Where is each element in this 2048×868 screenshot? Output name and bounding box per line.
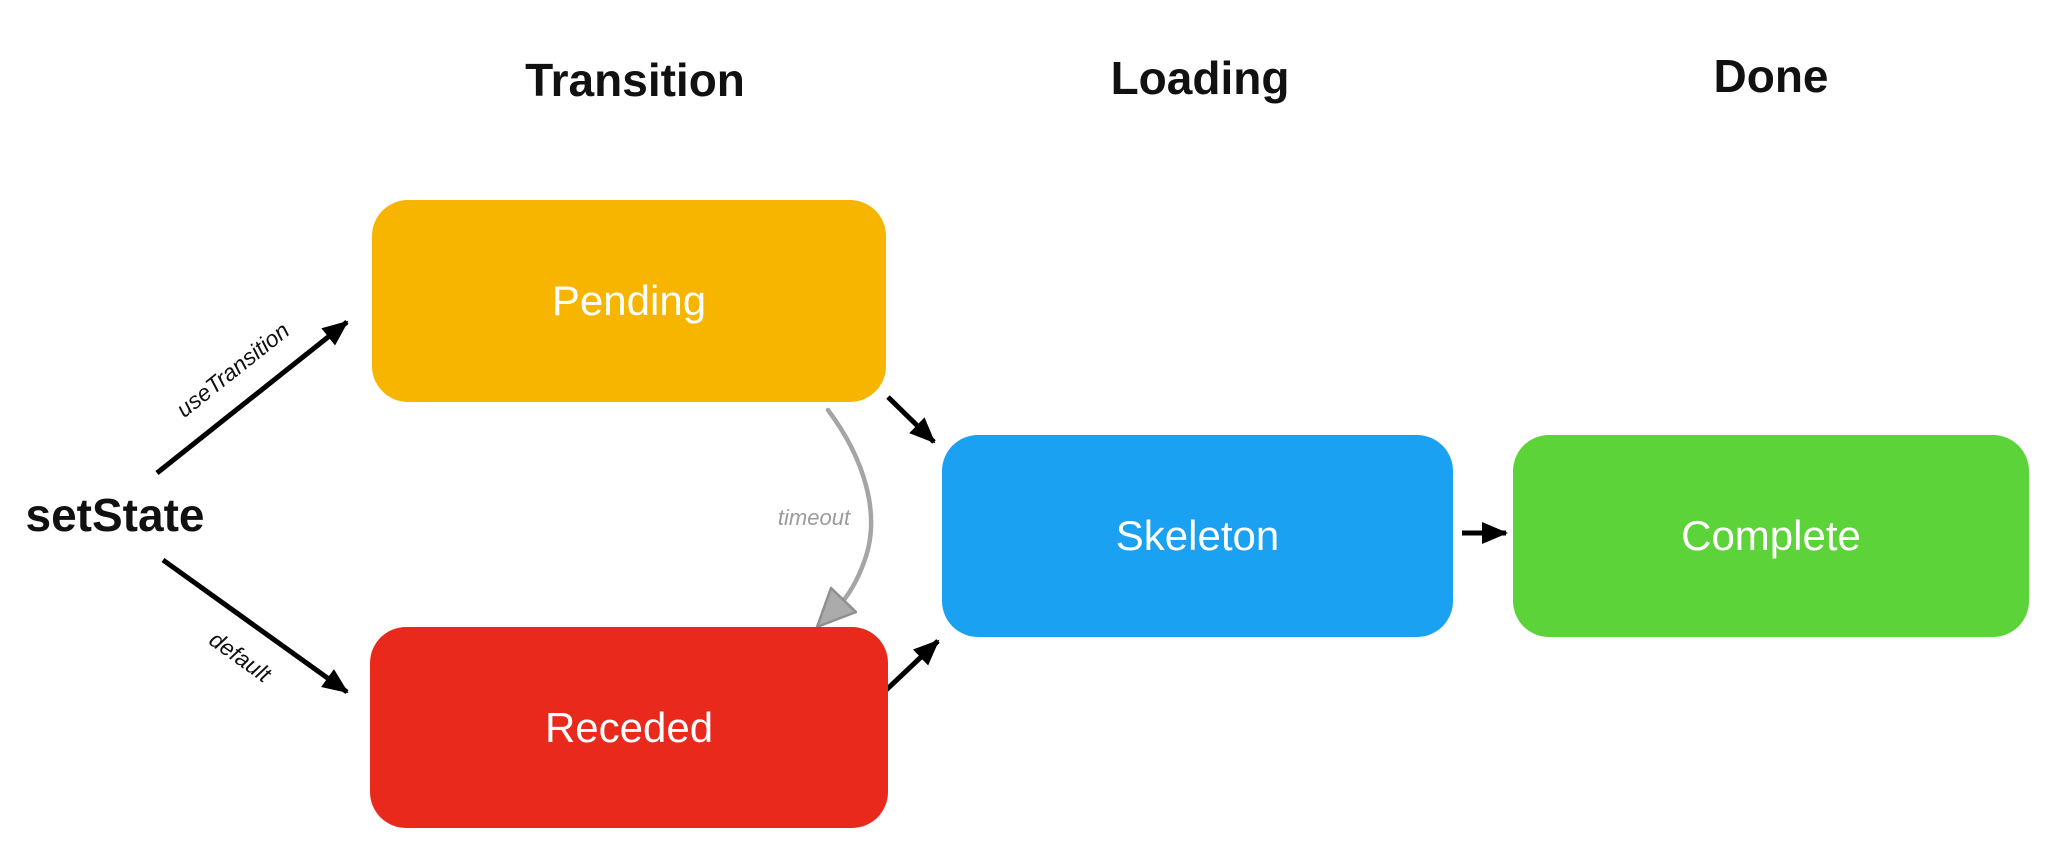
arrow-pending-to-skeleton bbox=[886, 395, 936, 444]
node-pending-label: Pending bbox=[551, 277, 707, 324]
node-receded: Receded bbox=[370, 627, 888, 828]
column-header-transition: Transition bbox=[525, 54, 745, 106]
source-setstate-label: setState bbox=[25, 489, 205, 541]
arrow-receded-to-skeleton bbox=[881, 639, 940, 695]
node-skeleton: Skeleton bbox=[942, 435, 1453, 637]
timeout-arrowhead-icon bbox=[815, 586, 858, 629]
column-header-done: Done bbox=[1713, 50, 1829, 102]
edge-label-timeout: timeout bbox=[777, 505, 851, 530]
node-complete: Complete bbox=[1513, 435, 2029, 637]
column-header-loading: Loading bbox=[1110, 52, 1290, 104]
node-skeleton-label: Skeleton bbox=[1115, 512, 1280, 559]
node-complete-label: Complete bbox=[1681, 512, 1861, 559]
edge-label-default: default bbox=[204, 625, 276, 688]
edge-label-usetransition: useTransition bbox=[171, 316, 295, 423]
node-receded-label: Receded bbox=[544, 703, 714, 751]
node-pending: Pending bbox=[372, 200, 886, 402]
